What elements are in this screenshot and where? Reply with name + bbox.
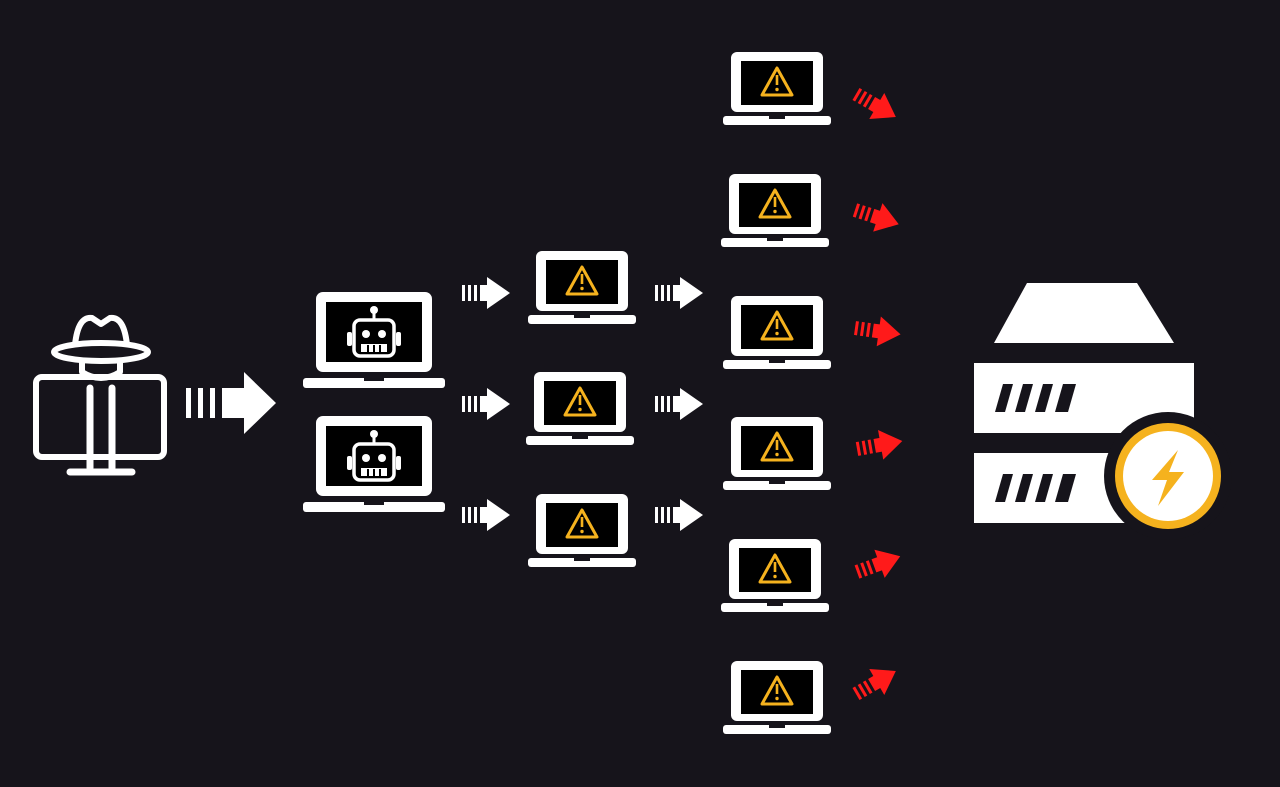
dashed-arrow-icon [462,277,510,309]
red-dashed-arrow-icon [852,313,903,350]
red-dashed-arrow-icon [848,658,904,707]
robot-laptop-icon [301,414,447,514]
red-dashed-arrow-icon [854,426,905,464]
warning-laptop-icon [721,50,833,127]
warning-laptop-icon [719,172,831,249]
warning-laptop-icon [721,415,833,492]
big-flow-arrow-icon [186,372,276,434]
red-dashed-arrow-icon [850,195,904,239]
dashed-arrow-icon [655,499,703,531]
warning-laptop-icon [721,294,833,371]
red-dashed-arrow-icon [848,81,904,130]
dashed-arrow-icon [655,277,703,309]
dashed-arrow-icon [462,499,510,531]
dashed-arrow-icon [655,388,703,420]
warning-laptop-icon [524,370,636,447]
warning-laptop-icon [721,659,833,736]
warning-laptop-icon [719,537,831,614]
red-dashed-arrow-icon [851,542,906,587]
hacker-at-computer-icon [33,314,167,476]
server-lightning-icon [974,283,1232,540]
dashed-arrow-icon [462,388,510,420]
warning-laptop-icon [526,249,638,326]
robot-laptop-icon [301,290,447,390]
warning-laptop-icon [526,492,638,569]
